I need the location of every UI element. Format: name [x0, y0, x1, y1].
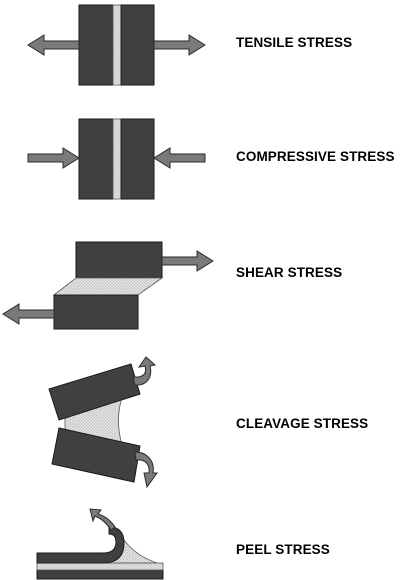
- compressive-adhesive-layer: [112, 118, 122, 200]
- cleavage-stress-figure: [48, 356, 158, 489]
- tensile-stress-label: TENSILE STRESS: [236, 35, 353, 50]
- peel-flexible-strip: [36, 526, 125, 564]
- shear-stress-figure: [2, 241, 214, 330]
- shear-right-arrow: [161, 250, 214, 272]
- compressive-stress-figure: [27, 118, 206, 200]
- cleavage-lower-substrate: [51, 427, 141, 483]
- compressive-stress-label: COMPRESSIVE STRESS: [236, 149, 395, 164]
- compressive-left-substrate: [78, 118, 114, 200]
- tensile-left-arrow: [27, 34, 80, 56]
- shear-stress-label: SHEAR STRESS: [236, 265, 343, 280]
- compressive-right-substrate: [120, 118, 155, 200]
- tensile-stress-figure: [27, 4, 206, 86]
- shear-top-substrate: [75, 241, 163, 279]
- peel-stress-label: PEEL STRESS: [236, 542, 330, 557]
- peel-adhesive-bottom-layer: [36, 562, 164, 571]
- tensile-left-substrate: [78, 4, 114, 86]
- cleavage-lower-arrow: [134, 451, 158, 489]
- shear-left-arrow: [2, 303, 55, 325]
- tensile-right-arrow: [153, 34, 206, 56]
- cleavage-stress-label: CLEAVAGE STRESS: [236, 416, 369, 431]
- peel-stress-figure: [36, 508, 164, 580]
- peel-arrow: [89, 508, 116, 531]
- shear-adhesive-layer: [52, 277, 164, 296]
- cleavage-upper-arrow: [132, 356, 157, 386]
- shear-bottom-substrate: [53, 294, 139, 330]
- compressive-right-arrow: [153, 147, 206, 169]
- cleavage-upper-substrate: [48, 363, 141, 421]
- compressive-left-arrow: [27, 147, 80, 169]
- tensile-adhesive-layer: [112, 4, 122, 86]
- peel-bottom-substrate: [36, 569, 164, 580]
- tensile-right-substrate: [120, 4, 155, 86]
